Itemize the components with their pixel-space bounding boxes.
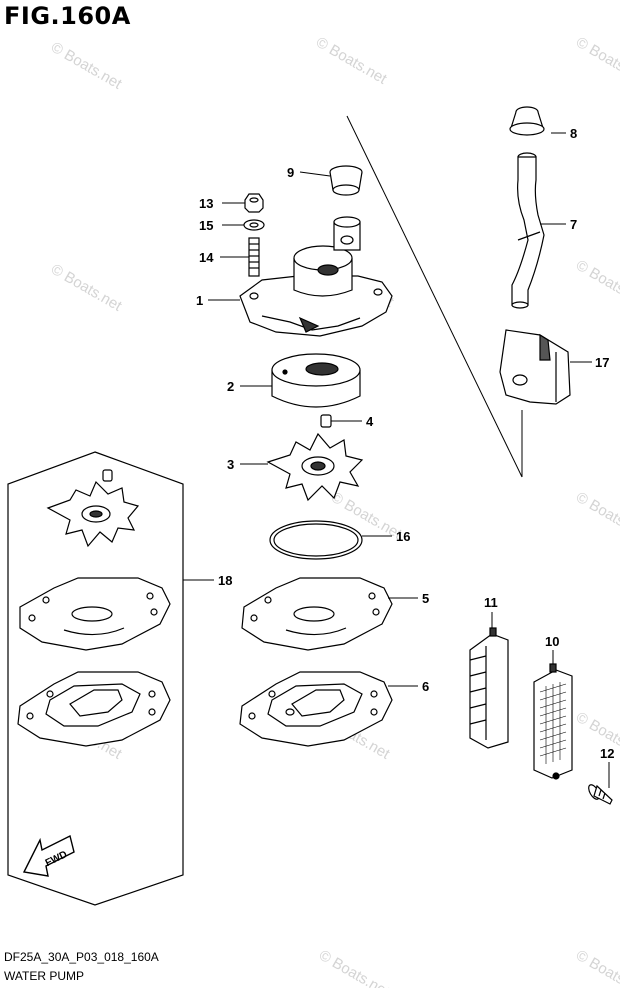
callout-12: 12 — [600, 746, 614, 761]
kit-18-contents — [17, 469, 171, 747]
part-17-bracket — [499, 329, 571, 405]
part-10-screen — [533, 663, 573, 780]
callout-7: 7 — [570, 217, 577, 232]
part-7-hose — [511, 152, 545, 309]
fwd-arrow-icon: FWD — [22, 834, 75, 877]
part-13-nut — [244, 193, 264, 213]
callout-16: 16 — [396, 529, 410, 544]
callout-15: 15 — [199, 218, 213, 233]
part-14-stud — [248, 237, 260, 277]
callout-10: 10 — [545, 634, 559, 649]
part-2-liner — [271, 353, 361, 408]
part-16-o-ring — [269, 520, 363, 560]
watermark: © Boats.net — [313, 34, 390, 88]
part-8-cap — [509, 106, 545, 136]
watermark: © Boats.net — [573, 34, 620, 88]
callout-9: 9 — [287, 165, 294, 180]
watermark: © Boats.net — [316, 947, 393, 988]
diagram-code: DF25A_30A_P03_018_160A — [4, 950, 159, 964]
assembly-line — [346, 115, 523, 478]
watermark: © Boats.net — [573, 257, 620, 311]
callout-1: 1 — [196, 293, 203, 308]
callout-13: 13 — [199, 196, 213, 211]
callout-18: 18 — [218, 573, 232, 588]
watermark: © Boats.net — [573, 947, 620, 988]
callouts: 8 7 17 9 13 15 14 1 2 4 3 16 5 6 18 11 1… — [196, 126, 614, 761]
part-5-gasket — [241, 577, 393, 651]
part-15-washer — [243, 219, 265, 231]
callout-17: 17 — [595, 355, 609, 370]
callout-3: 3 — [227, 457, 234, 472]
part-1-pump-case — [239, 216, 393, 337]
watermark: © Boats.net — [48, 261, 125, 315]
part-3-impeller — [266, 432, 364, 502]
callout-2: 2 — [227, 379, 234, 394]
part-12-screw — [588, 784, 613, 805]
callout-4: 4 — [366, 414, 374, 429]
kit-outline — [7, 451, 184, 906]
watermark: © Boats.net — [328, 489, 405, 543]
leader-lines — [183, 132, 610, 788]
callout-5: 5 — [422, 591, 429, 606]
watermark: © Boats.net — [48, 39, 125, 93]
watermark: © Boats.net — [573, 489, 620, 543]
callout-11: 11 — [484, 595, 498, 610]
callout-14: 14 — [199, 250, 214, 265]
part-6-plate — [239, 671, 393, 747]
diagram-caption: WATER PUMP — [4, 969, 84, 983]
part-11-filter — [469, 627, 509, 749]
part-4-key — [320, 414, 332, 428]
callout-8: 8 — [570, 126, 577, 141]
part-9-sleeve — [329, 165, 363, 196]
callout-6: 6 — [422, 679, 429, 694]
figure-title: FIG.160A — [4, 2, 131, 30]
